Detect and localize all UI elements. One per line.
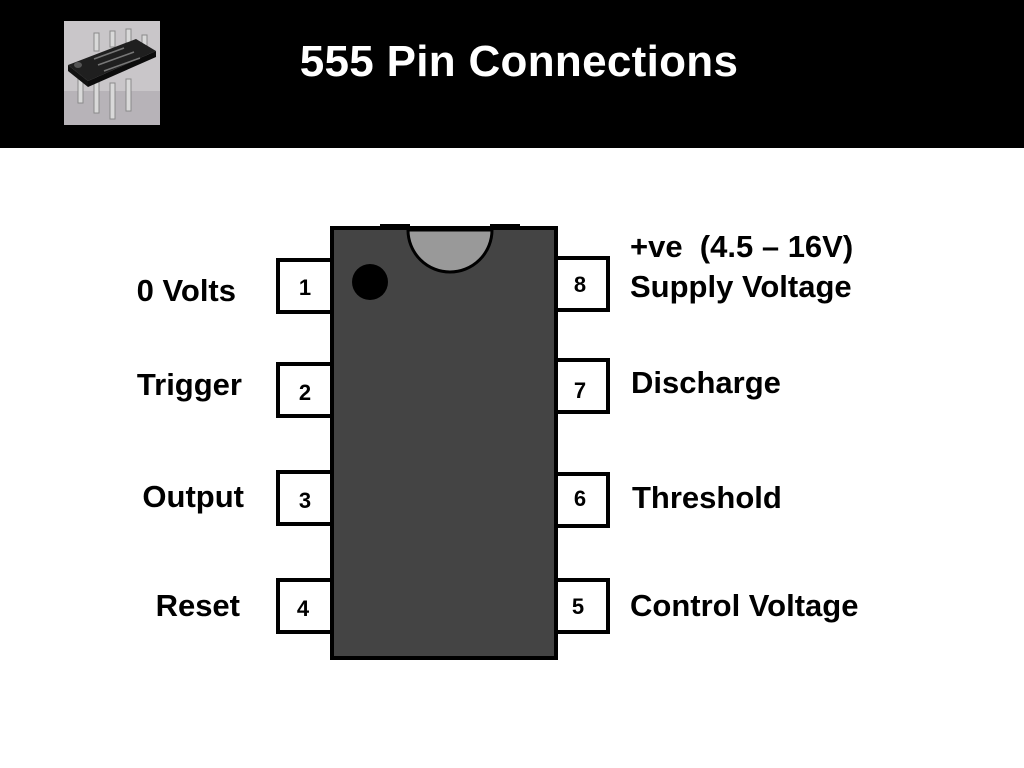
pin-6-label: Threshold — [632, 480, 782, 515]
pin-8-sublabel: +ve (4.5 – 16V) — [630, 229, 854, 264]
pin-number: 5 — [572, 594, 584, 619]
pin-3-label: Output — [142, 479, 244, 514]
pin-6: 6 — [554, 472, 610, 528]
pin-number: 6 — [574, 486, 586, 511]
chip-notch — [406, 228, 494, 274]
pin-7: 7 — [554, 358, 610, 414]
pin-1: 1 — [276, 258, 334, 314]
pin-number: 3 — [299, 488, 311, 513]
page-title: 555 Pin Connections — [299, 37, 739, 86]
pin1-indicator-dot — [352, 264, 388, 300]
pin-5: 5 — [554, 578, 610, 634]
pin-number: 7 — [574, 378, 586, 403]
pin-number: 4 — [297, 596, 310, 621]
pin-2: 2 — [276, 362, 334, 418]
ic-chip-photo-icon — [64, 21, 160, 125]
pin-number: 1 — [299, 275, 311, 300]
pin-1-label: 0 Volts — [136, 273, 236, 308]
pin-number: 8 — [574, 272, 586, 297]
pin-8: 8 — [554, 256, 610, 312]
pin-5-label: Control Voltage — [630, 588, 859, 623]
pin-7-label: Discharge — [631, 365, 781, 400]
pin-4: 4 — [276, 578, 334, 634]
header-bar: 555 Pin Connections — [0, 0, 1024, 148]
pin-8-label: Supply Voltage — [630, 269, 852, 304]
pin-2-label: Trigger — [136, 367, 242, 402]
pin-4-label: Reset — [155, 588, 240, 623]
ic-pinout-diagram: 1 2 3 4 8 7 6 5 — [276, 224, 610, 660]
pin-number: 2 — [299, 380, 311, 405]
pin-3: 3 — [276, 470, 334, 526]
